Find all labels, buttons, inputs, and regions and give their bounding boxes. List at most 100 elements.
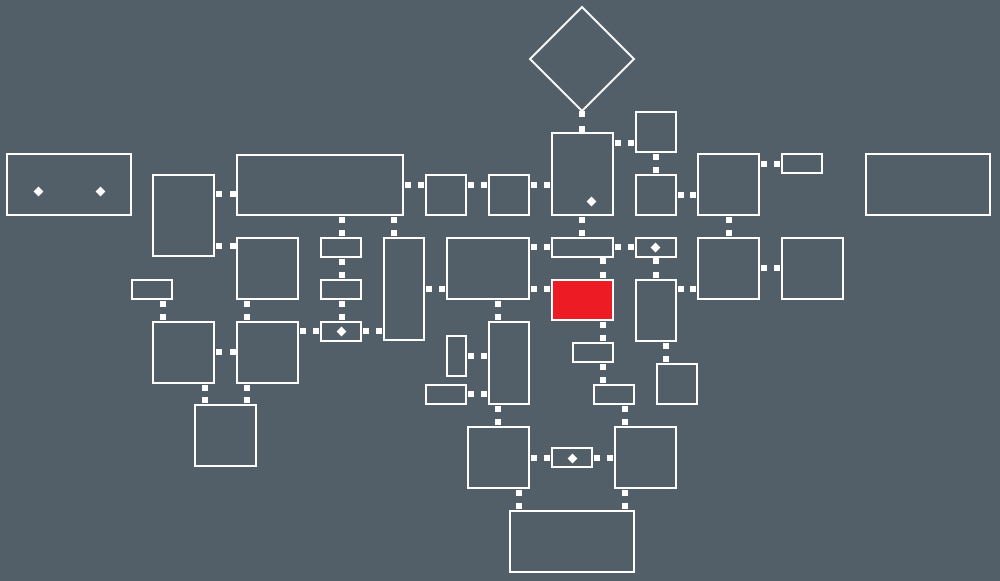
door-icon [622,406,628,412]
door-icon [653,167,659,173]
door-icon [600,364,606,370]
door-icon [600,377,606,383]
current-room [551,279,614,321]
door-icon [615,244,621,250]
door-icon [600,258,606,264]
door-icon [615,140,621,146]
door-icon [216,243,222,249]
door-icon [339,314,345,320]
door-icon [216,349,222,355]
door-icon [468,391,474,397]
door-icon [579,230,585,236]
door-icon [653,272,659,278]
door-icon [244,314,250,320]
door-icon [544,455,550,461]
door-icon [600,272,606,278]
door-icon [339,230,345,236]
door-icon [160,314,166,320]
room [6,153,132,216]
room [635,279,677,342]
room [152,321,215,384]
room [152,174,215,257]
door-icon [678,286,684,292]
door-icon [230,243,236,249]
door-icon [690,192,696,198]
door-icon [481,353,487,359]
room [697,153,760,216]
door-icon [481,182,487,188]
room [781,237,844,300]
door-icon [544,286,550,292]
room [635,111,677,153]
door-icon [376,328,382,334]
door-icon [516,490,522,496]
door-icon [339,259,345,265]
room [236,321,299,384]
room [236,154,404,216]
room [467,426,530,489]
room [425,384,467,405]
room [656,363,698,405]
door-icon [774,161,780,167]
room [551,132,614,216]
door-icon [653,154,659,160]
door-icon [531,455,537,461]
room [509,510,635,573]
room [551,447,593,468]
door-icon [202,385,208,391]
door-icon [544,182,550,188]
door-icon [531,182,537,188]
door-icon [544,244,550,250]
door-icon [774,265,780,271]
door-icon [653,258,659,264]
door-icon [579,111,585,117]
door-icon [600,335,606,341]
door-icon [391,230,397,236]
room [194,404,257,467]
door-icon [761,265,767,271]
door-icon [244,397,250,403]
room [635,237,677,258]
room [488,174,530,216]
door-icon [230,191,236,197]
door-icon [363,328,369,334]
room [551,237,614,258]
room [320,237,362,258]
door-icon [531,244,537,250]
room [236,237,299,300]
door-icon [339,272,345,278]
door-icon [516,503,522,509]
room [320,321,362,342]
room [635,174,677,216]
door-icon [726,230,732,236]
room [865,153,991,216]
door-icon [690,286,696,292]
diamond-room [528,5,636,113]
room [425,174,467,216]
door-icon [439,286,445,292]
door-icon [628,244,634,250]
room [697,237,760,300]
door-icon [622,419,628,425]
room [131,279,173,300]
door-icon [481,391,487,397]
door-icon [495,314,501,320]
door-icon [622,503,628,509]
door-icon [391,217,397,223]
door-icon [607,455,613,461]
door-icon [663,343,669,349]
door-icon [622,490,628,496]
door-icon [244,301,250,307]
room [593,384,635,405]
door-icon [678,192,684,198]
room [781,153,823,174]
door-icon [495,419,501,425]
door-icon [426,286,432,292]
door-icon [531,286,537,292]
door-icon [579,126,585,132]
door-icon [594,455,600,461]
door-icon [339,301,345,307]
room [572,342,614,363]
